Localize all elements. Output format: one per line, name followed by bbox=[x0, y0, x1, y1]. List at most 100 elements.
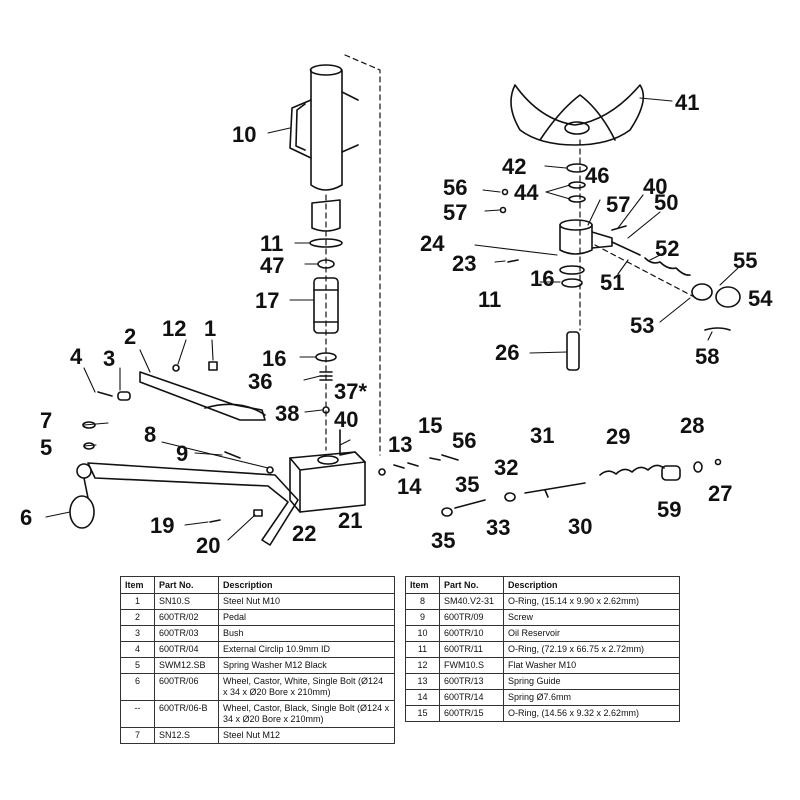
cell-description: Spring Guide bbox=[503, 673, 680, 690]
cell-description: External Circlip 10.9mm ID bbox=[218, 641, 395, 658]
callout-41: 41 bbox=[675, 90, 699, 115]
callout-46: 46 bbox=[585, 163, 609, 188]
callout-44: 44 bbox=[514, 180, 539, 205]
cell-part-no: SN10.S bbox=[154, 593, 219, 610]
header-part-no: Part No. bbox=[154, 576, 219, 594]
cell-description: O-Ring, (72.19 x 66.75 x 2.72mm) bbox=[503, 641, 680, 658]
cell-part-no: 600TR/03 bbox=[154, 625, 219, 642]
header-item: Item bbox=[405, 576, 440, 594]
cell-part-no: 600TR/06-B bbox=[154, 700, 219, 728]
callout-56: 56 bbox=[452, 428, 476, 453]
cell-item: 15 bbox=[405, 705, 440, 722]
cell-part-no: SM40.V2-31 bbox=[439, 593, 504, 610]
cell-description: Wheel, Castor, White, Single Bolt (Ø124 … bbox=[218, 673, 395, 701]
header-description: Description bbox=[503, 576, 680, 594]
callout-labels: 10 11 47 17 16 36 37* 38 40 41 42 44 46 … bbox=[20, 90, 773, 558]
callout-16-column: 16 bbox=[262, 346, 286, 371]
cell-description: O-Ring, (15.14 x 9.90 x 2.62mm) bbox=[503, 593, 680, 610]
callout-37: 37* bbox=[334, 379, 367, 404]
cell-item: 7 bbox=[120, 727, 155, 744]
table-header-row: Item Part No. Description bbox=[405, 576, 680, 594]
callout-6: 6 bbox=[20, 505, 32, 530]
callout-47: 47 bbox=[260, 253, 284, 278]
exploded-parts-diagram: 10 11 47 17 16 36 37* 38 40 41 42 44 46 … bbox=[20, 54, 773, 558]
cell-part-no: SWM12.SB bbox=[154, 657, 219, 674]
callout-9: 9 bbox=[176, 441, 188, 466]
cell-item: 13 bbox=[405, 673, 440, 690]
cell-part-no: 600TR/06 bbox=[154, 673, 219, 701]
callout-49: 51 bbox=[600, 270, 624, 295]
callout-7: 7 bbox=[40, 408, 52, 433]
callout-24: 24 bbox=[420, 231, 445, 256]
cell-item: 6 bbox=[120, 673, 155, 701]
callout-20: 20 bbox=[196, 533, 220, 558]
callout-35: 35 bbox=[431, 528, 455, 553]
cell-item: 3 bbox=[120, 625, 155, 642]
callout-29: 29 bbox=[606, 424, 630, 449]
callout-8: 8 bbox=[144, 422, 156, 447]
cell-part-no: 600TR/11 bbox=[439, 641, 504, 658]
callout-17: 17 bbox=[255, 288, 279, 313]
callout-38: 38 bbox=[275, 401, 299, 426]
cell-item: 11 bbox=[405, 641, 440, 658]
header-description: Description bbox=[218, 576, 395, 594]
cell-item: 2 bbox=[120, 609, 155, 626]
callout-1: 1 bbox=[204, 316, 216, 341]
callout-51: 53 bbox=[630, 313, 654, 338]
callout-28: 28 bbox=[680, 413, 704, 438]
cell-part-no: FWM10.S bbox=[439, 657, 504, 674]
callout-2: 2 bbox=[124, 324, 136, 349]
oil-reservoir-part bbox=[289, 64, 359, 191]
cell-description: O-Ring, (14.56 x 9.32 x 2.62mm) bbox=[503, 705, 680, 722]
callout-30: 30 bbox=[568, 514, 592, 539]
callout-42: 42 bbox=[502, 154, 526, 179]
cell-part-no: SN12.S bbox=[154, 727, 219, 744]
callout-11-pump: 11 bbox=[478, 287, 501, 312]
cell-description: Spring Ø7.6mm bbox=[503, 689, 680, 706]
callout-52: 54 bbox=[748, 286, 773, 311]
callout-22: 22 bbox=[292, 521, 316, 546]
table-header-row: Item Part No. Description bbox=[120, 576, 395, 594]
cell-item: 4 bbox=[120, 641, 155, 658]
callout-36: 36 bbox=[248, 369, 272, 394]
callout-54: 56 bbox=[443, 175, 467, 200]
cell-item: 1 bbox=[120, 593, 155, 610]
callout-40-base: 40 bbox=[334, 407, 358, 432]
callout-32: 32 bbox=[494, 455, 518, 480]
cell-part-no: 600TR/09 bbox=[439, 609, 504, 626]
callout-12: 12 bbox=[162, 316, 186, 341]
cell-part-no: 600TR/15 bbox=[439, 705, 504, 722]
cell-description: Oil Reservoir bbox=[503, 625, 680, 642]
cell-description: Flat Washer M10 bbox=[503, 657, 680, 674]
header-item: Item bbox=[120, 576, 155, 594]
cell-item: 10 bbox=[405, 625, 440, 642]
callout-13: 13 bbox=[388, 432, 412, 457]
callout-4: 4 bbox=[70, 344, 83, 369]
callout-50: 52 bbox=[655, 236, 679, 261]
callout-15: 15 bbox=[418, 413, 442, 438]
cell-part-no: 600TR/04 bbox=[154, 641, 219, 658]
callout-31: 31 bbox=[530, 423, 554, 448]
callout-34: 35 bbox=[455, 472, 479, 497]
cell-part-no: 600TR/14 bbox=[439, 689, 504, 706]
cell-part-no: 600TR/13 bbox=[439, 673, 504, 690]
cell-description: Bush bbox=[218, 625, 395, 642]
cell-item: 12 bbox=[405, 657, 440, 674]
saddle-part bbox=[510, 84, 645, 203]
cell-item: -- bbox=[120, 700, 155, 728]
leader-lines bbox=[45, 97, 739, 541]
